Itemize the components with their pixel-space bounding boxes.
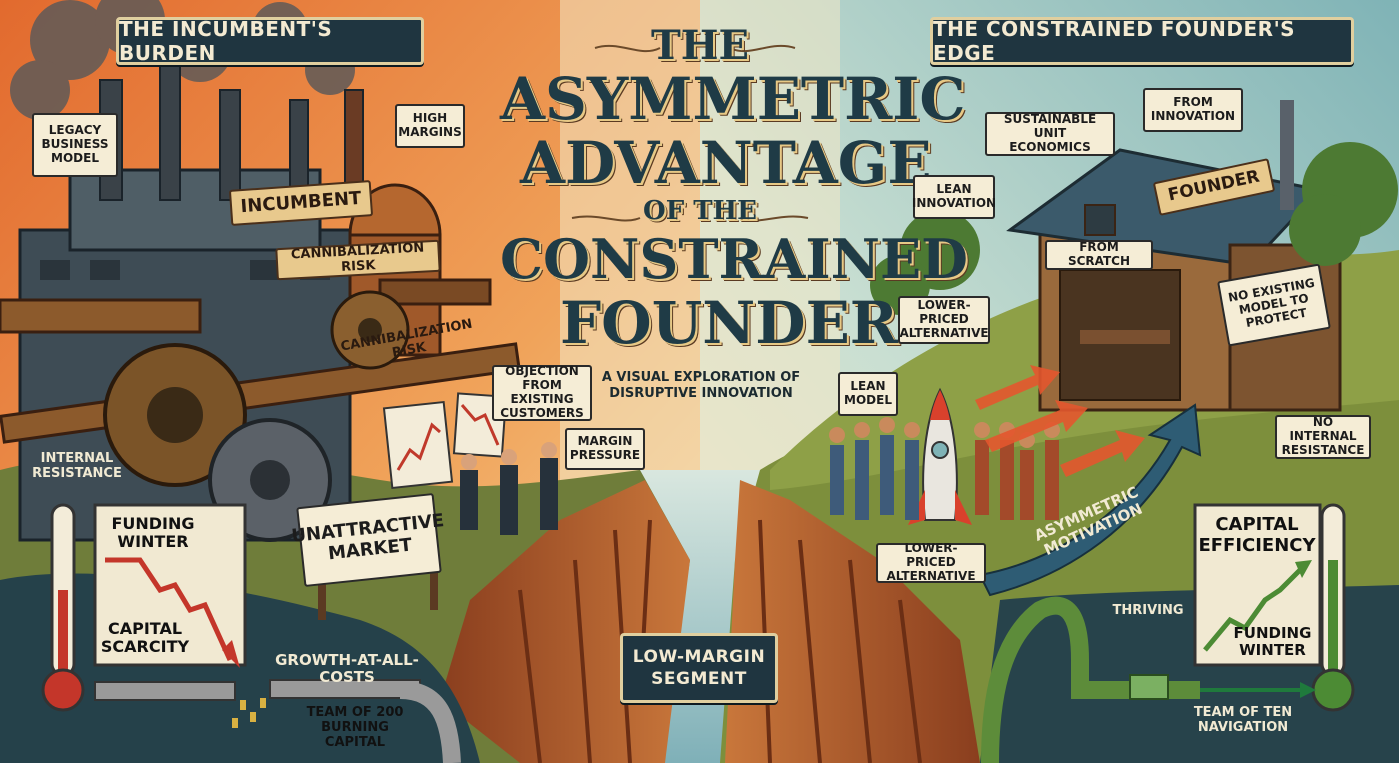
label-margin-pressure: MARGIN PRESSURE bbox=[565, 428, 645, 470]
title-line-1: THE bbox=[650, 22, 750, 69]
label-internal-resistance: INTERNAL RESISTANCE bbox=[32, 451, 122, 481]
label-thriving: THRIVING bbox=[1112, 603, 1184, 618]
label-lower-priced-alternative-bottom: LOWER-PRICED ALTERNATIVE bbox=[876, 541, 986, 583]
label-sustainable-unit-economics: SUSTAINABLE UNIT ECONOMICS bbox=[985, 112, 1115, 156]
label-high-margins: HIGH MARGINS bbox=[395, 104, 465, 148]
label-funding-winter-right: FUNDING WINTER bbox=[1233, 624, 1312, 660]
label-capital-efficiency: CAPITAL EFFICIENCY bbox=[1198, 514, 1316, 556]
label-legacy-business-model: LEGACY BUSINESS MODEL bbox=[32, 113, 118, 177]
label-no-internal-resistance: NO INTERNAL RESISTANCE bbox=[1275, 415, 1371, 459]
title-line-5: CONSTRAINED bbox=[500, 227, 968, 291]
right-banner: THE CONSTRAINED FOUNDER'S EDGE bbox=[930, 17, 1354, 65]
title-line-3: ADVANTAGE bbox=[520, 129, 932, 197]
label-team-of-200: TEAM OF 200 BURNING CAPITAL bbox=[306, 705, 404, 750]
label-team-of-ten: TEAM OF TEN NAVIGATION bbox=[1193, 705, 1293, 735]
incumbent-executives bbox=[460, 442, 558, 535]
thermometer-left bbox=[41, 503, 85, 712]
label-from-innovation: FROM INNOVATION bbox=[1143, 88, 1243, 132]
left-banner: THE INCUMBENT'S BURDEN bbox=[116, 17, 424, 65]
label-from-scratch: FROM SCRATCH bbox=[1045, 240, 1153, 270]
label-lean-model: LEAN MODEL bbox=[838, 372, 898, 416]
title-line-2: ASYMMETRIC bbox=[500, 65, 966, 133]
title-line-4: OF THE bbox=[643, 196, 757, 226]
subtitle-line-1: A VISUAL EXPLORATION OF bbox=[601, 370, 801, 385]
label-unattractive-market: UNATTRACTIVE MARKET bbox=[290, 493, 445, 587]
thermometer-right bbox=[1311, 503, 1355, 712]
label-lean-innovation: LEAN INNOVATION bbox=[912, 175, 996, 219]
subtitle: A VISUAL EXPLORATION OF DISRUPTIVE INNOV… bbox=[596, 370, 806, 401]
label-growth-at-all-costs: GROWTH-AT-ALL-COSTS bbox=[275, 651, 419, 687]
chart-easels bbox=[382, 392, 508, 490]
label-funding-winter-left: FUNDING WINTER bbox=[111, 514, 195, 552]
label-lower-priced-alternative-top: LOWER-PRICED ALTERNATIVE bbox=[898, 296, 990, 344]
founder-team bbox=[829, 417, 1060, 520]
subtitle-line-2: DISRUPTIVE INNOVATION bbox=[609, 385, 793, 401]
title-line-6: FOUNDER bbox=[560, 289, 899, 357]
label-objection-existing-customers: OBJECTION FROM EXISTING CUSTOMERS bbox=[492, 365, 592, 421]
label-capital-scarcity: CAPITAL SCARCITY bbox=[100, 619, 190, 657]
label-low-margin-segment: LOW-MARGIN SEGMENT bbox=[620, 633, 778, 703]
